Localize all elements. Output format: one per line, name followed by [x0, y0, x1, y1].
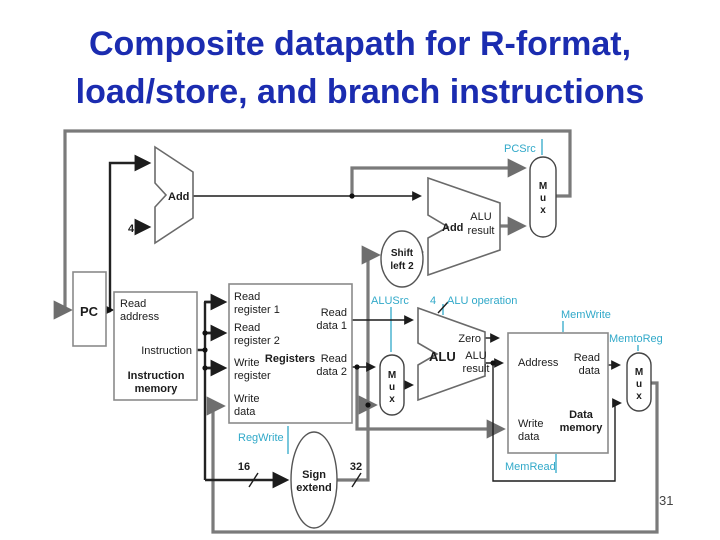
sign-extend-oval: [290, 431, 338, 529]
instr-junction-3: [202, 365, 208, 371]
imem-name-2: memory: [135, 383, 179, 395]
memwrite-label: MemWrite: [561, 309, 611, 321]
registers-name: Registers: [265, 353, 315, 365]
reg-readdata2-2: data 2: [316, 366, 347, 378]
alusrc-mux-u: u: [389, 382, 395, 393]
alu-op-width-label: 4: [430, 295, 436, 307]
instruction-memory-box: [113, 291, 198, 401]
bit16-label: 16: [238, 461, 250, 473]
reg-writedata-2: data: [234, 406, 256, 418]
memtoreg-mux-x: x: [636, 391, 642, 402]
pcsrc-mux-x: x: [540, 205, 546, 216]
alu-result-2: result: [463, 363, 490, 375]
regwrite-label: RegWrite: [238, 432, 284, 444]
alusrc-mux-m: M: [388, 370, 396, 381]
dmem-writedata-1: Write: [518, 418, 543, 430]
dmem-address-label: Address: [518, 357, 559, 369]
branch-result-1: ALU: [470, 211, 491, 223]
pc-feedback-bus: [53, 129, 572, 320]
page-title: Composite datapath for R-format, load/st…: [0, 20, 720, 116]
branch-result-2: result: [468, 225, 495, 237]
shift-left2-1: Shift: [391, 248, 414, 259]
imem-instruction-label: Instruction: [141, 345, 192, 357]
sign-extend-1: Sign: [302, 469, 326, 481]
title-line-1: Composite datapath for R-format,: [88, 25, 632, 63]
title-line-2: load/store, and branch instructions: [75, 73, 645, 111]
page-number: 31: [659, 493, 674, 508]
bit32-slash: [351, 472, 362, 488]
shift-left-2-oval: [380, 230, 424, 288]
data-memory-box: [507, 332, 609, 454]
alu-operation-label: ALU operation: [447, 295, 517, 307]
memtoreg-mux-m: M: [635, 367, 643, 378]
imem-read-address-2: address: [120, 311, 160, 323]
dmem-name-1: Data: [569, 409, 594, 421]
dmem-readdata-2: data: [579, 365, 601, 377]
memtoreg-mux: [626, 352, 652, 412]
const4-label: 4: [128, 223, 135, 235]
pc-plus4-junction: [349, 193, 355, 199]
readdata2-to-memory-bus: [355, 367, 506, 439]
branch-adder-label: Add: [442, 222, 463, 234]
reg-readdata1-1: Read: [321, 307, 347, 319]
bit16-slash: [248, 472, 259, 488]
pc-label: PC: [80, 304, 99, 319]
alu-result-junction: [490, 360, 496, 366]
reg-writereg-1: Write: [234, 357, 259, 369]
reg-readreg2-1: Read: [234, 322, 260, 334]
reg-readdata1-2: data 1: [316, 320, 347, 332]
imem-read-address-1: Read: [120, 298, 146, 310]
memread-label: MemRead: [505, 461, 556, 473]
shift-left2-2: left 2: [390, 261, 414, 272]
reg-readreg1-2: register 1: [234, 304, 280, 316]
dmem-readdata-1: Read: [574, 352, 600, 364]
pcsrc-mux-m: M: [539, 181, 547, 192]
bit32-label: 32: [350, 461, 362, 473]
alu-result-to-mux-wire: [492, 363, 622, 482]
alu-result-1: ALU: [465, 350, 486, 362]
memtoreg-label: MemtoReg: [609, 333, 663, 345]
pc-adder-label: Add: [168, 191, 189, 203]
pc-to-adder-wire: [108, 154, 152, 310]
pc-out-junction: [106, 307, 112, 313]
pcsrc-mux-u: u: [540, 193, 546, 204]
alusrc-mux-x: x: [389, 394, 395, 405]
alu-op-width-slash: [437, 301, 449, 314]
reg-readreg2-2: register 2: [234, 335, 280, 347]
registers-box: [228, 283, 353, 424]
reg-readdata2-1: Read: [321, 353, 347, 365]
memtoreg-mux-u: u: [636, 379, 642, 390]
instr-junction-1: [202, 330, 208, 336]
alu-shape: [417, 306, 486, 402]
alu-label: ALU: [429, 349, 456, 364]
branch-adder-shape: [427, 176, 501, 277]
instr-junction-2: [202, 347, 208, 353]
alusrc-mux: [379, 354, 405, 416]
dmem-name-2: memory: [560, 422, 604, 434]
reg-writereg-2: register: [234, 370, 271, 382]
sign-extend-2: extend: [296, 482, 331, 494]
pcsrc-label: PCSrc: [504, 143, 536, 155]
pcsrc-mux: [529, 156, 557, 238]
pc-box: [72, 271, 107, 347]
alusrc-label: ALUSrc: [371, 295, 409, 307]
pc-plus4-to-mux-bus: [350, 158, 527, 196]
signextend-junction: [365, 402, 371, 408]
reg-readreg1-1: Read: [234, 291, 260, 303]
readdata2-junction: [354, 364, 360, 370]
reg-writedata-1: Write: [234, 393, 259, 405]
dmem-writedata-2: data: [518, 431, 540, 443]
alu-zero-label: Zero: [458, 333, 481, 345]
pc-adder-shape: [154, 145, 194, 245]
imem-name-1: Instruction: [128, 370, 185, 382]
instruction-bus: [197, 300, 224, 480]
writeback-bus: [206, 381, 659, 534]
